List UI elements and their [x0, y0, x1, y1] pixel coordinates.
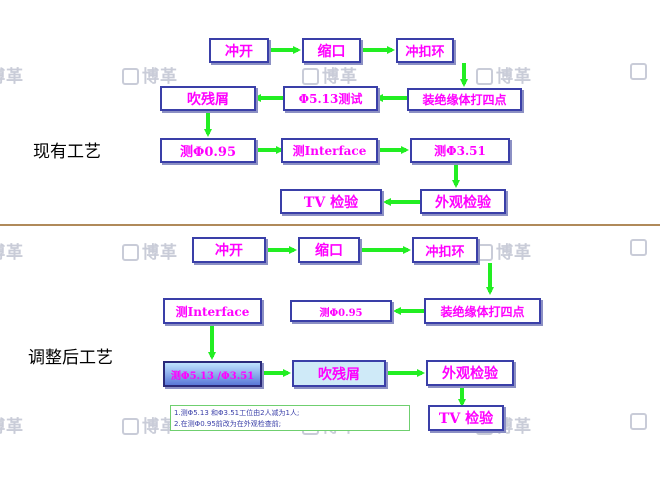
step-after-6: 测Φ5.13 /Φ3.51	[163, 361, 262, 387]
step-before-7: 测Interface	[281, 138, 378, 163]
watermark	[630, 412, 650, 432]
step-before-3: 装绝缘体打四点	[407, 88, 522, 111]
divider	[0, 224, 660, 226]
section-label-before: 现有工艺	[33, 142, 101, 162]
step-after-9: TV 检验	[428, 405, 504, 431]
step-after-7: 吹残屑	[292, 360, 386, 387]
watermark: 博革	[302, 62, 358, 87]
step-after-5: 测Interface	[163, 298, 262, 324]
watermark: 博革	[0, 417, 24, 437]
watermark: 博革	[122, 62, 178, 87]
watermark: 博革	[122, 412, 178, 437]
step-after-4: 测Φ0.95	[290, 300, 392, 322]
step-before-2: 冲扣环	[396, 38, 454, 63]
watermark: 博革	[0, 67, 24, 87]
step-before-6: 测Φ0.95	[160, 138, 256, 163]
watermark: 博革	[122, 238, 178, 263]
watermark	[630, 62, 650, 82]
step-before-4: Φ5.13测试	[283, 86, 378, 111]
watermark	[630, 238, 650, 258]
change-note: 1.测Φ5.13 和Φ3.51工位由2人减为1人; 2.在测Φ0.95前改为在外…	[170, 405, 410, 431]
step-after-0: 冲开	[192, 237, 266, 263]
step-before-8: 测Φ3.51	[410, 138, 510, 163]
step-after-1: 缩口	[298, 237, 360, 263]
step-before-1: 缩口	[302, 38, 361, 63]
step-before-5: 吹残屑	[160, 86, 256, 111]
step-after-8: 外观检验	[426, 360, 514, 386]
step-before-10: TV 检验	[280, 189, 382, 214]
section-label-after: 调整后工艺	[28, 348, 113, 368]
step-before-0: 冲开	[209, 38, 269, 63]
watermark: 博革	[0, 243, 24, 263]
step-after-2: 冲扣环	[412, 237, 478, 263]
step-before-9: 外观检验	[420, 189, 506, 214]
note-line-2: 2.在测Φ0.95前改为在外观检查前;	[174, 420, 282, 428]
note-line-1: 1.测Φ5.13 和Φ3.51工位由2人减为1人;	[174, 409, 300, 417]
step-after-3: 装绝缘体打四点	[424, 298, 541, 324]
watermark: 博革	[476, 62, 532, 87]
